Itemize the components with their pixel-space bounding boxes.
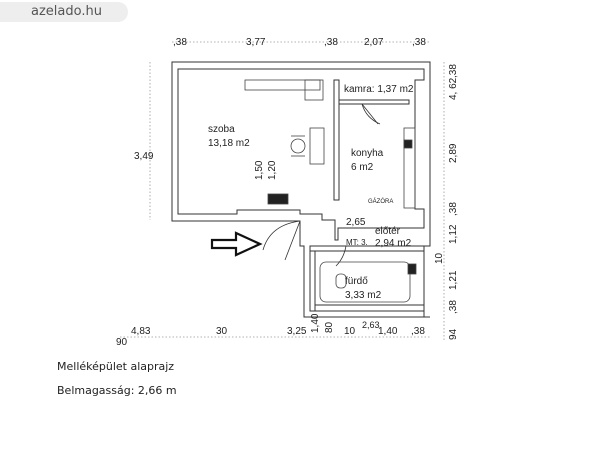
- dim-bottom-325: 3,25: [287, 326, 307, 337]
- dim-door-120: 1,20: [267, 160, 278, 180]
- dimension-lines: [120, 41, 445, 340]
- dim-left-height: 3,49: [134, 151, 154, 162]
- dim-mid-265: 2,65: [346, 217, 366, 228]
- dim-top-4: 2,07: [364, 37, 384, 48]
- plan-title: Melléképület alaprajz: [57, 360, 175, 373]
- dim-right-5: 1,12: [448, 224, 459, 244]
- room-eloter-area: 2,94 m2: [375, 238, 412, 249]
- dim-right-6: 10: [434, 252, 445, 264]
- dim-bottom-80: 80: [324, 321, 335, 333]
- dim-right-9: 94: [448, 328, 459, 340]
- dim-right-8: ,38: [448, 300, 459, 314]
- dim-top-1: ,38: [173, 37, 187, 48]
- dim-bottom-30: 30: [216, 326, 228, 337]
- dim-bottom-90: 90: [116, 337, 128, 348]
- site-watermark: azelado.hu: [0, 2, 128, 22]
- room-eloter-name: előtér: [375, 226, 401, 237]
- entry-arrow-icon: [210, 231, 263, 257]
- room-konyha-area: 6 m2: [351, 162, 374, 173]
- dim-bottom-38: ,38: [411, 326, 425, 337]
- dim-right-2: 4, 62: [448, 77, 459, 100]
- dim-door-150: 1,50: [254, 160, 265, 180]
- dim-top-2: 3,77: [246, 37, 266, 48]
- room-szoba-name: szoba: [208, 124, 235, 135]
- dim-bottom-140a: 1,40: [310, 313, 321, 333]
- furniture: [244, 79, 417, 303]
- room-furdo-area: 3,33 m2: [345, 290, 382, 301]
- room-konyha-name: konyha: [351, 148, 384, 159]
- dim-mt: MT: 3.: [346, 238, 368, 247]
- dim-bottom-140b: 1,40: [378, 326, 398, 337]
- room-furdo-name: fürdő: [345, 276, 368, 287]
- room-kamra: kamra: 1,37 m2: [344, 84, 414, 95]
- ceiling-height: Belmagasság: 2,66 m: [57, 384, 177, 397]
- walls: [171, 61, 431, 318]
- dim-bottom-10: 10: [344, 326, 356, 337]
- watermark-text: azelado.hu: [31, 4, 102, 19]
- dim-right-7: 1,21: [448, 270, 459, 290]
- dim-top-3: ,38: [324, 37, 338, 48]
- dim-right-4: ,38: [448, 202, 459, 216]
- dim-top-5: ,38: [412, 37, 426, 48]
- dim-right-1: ,38: [448, 64, 459, 78]
- room-szoba-area: 13,18 m2: [208, 138, 250, 149]
- doors: [262, 103, 381, 267]
- dim-bottom-263: 2,63: [362, 320, 380, 330]
- gazora-label: GÁZÓRA: [368, 198, 393, 205]
- dim-bottom-483: 4,83: [131, 326, 151, 337]
- dim-right-3: 2,89: [448, 143, 459, 163]
